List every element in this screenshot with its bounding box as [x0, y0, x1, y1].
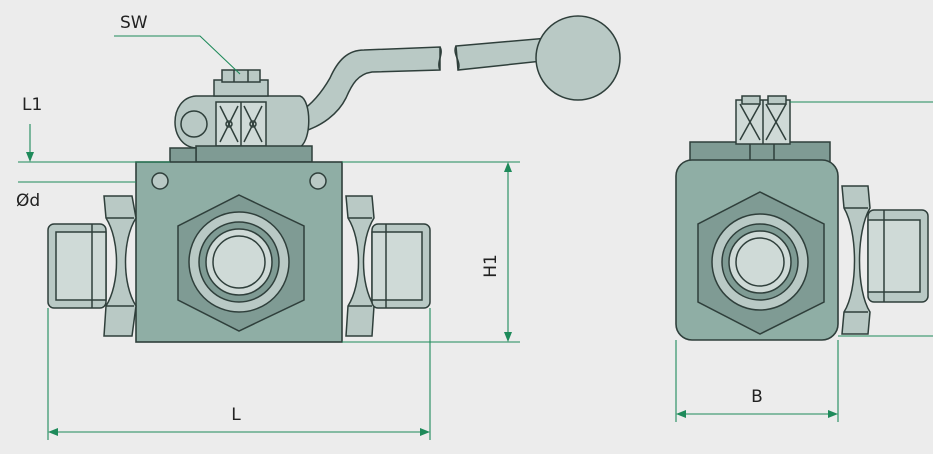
hex-nut-sw [221, 69, 261, 83]
front-view [47, 15, 621, 343]
side-view [675, 95, 929, 341]
handle-lever [299, 15, 621, 133]
left-port-fitting [47, 195, 137, 337]
label-od: Ød [16, 191, 40, 211]
dimension-lines [18, 35, 933, 440]
side-port-fitting [841, 185, 929, 335]
stem-assembly [169, 69, 313, 171]
label-l: L [231, 405, 241, 425]
label-l1: L1 [22, 95, 42, 115]
handle-knob [535, 15, 621, 101]
label-b: B [751, 387, 763, 407]
label-sw: SW [120, 13, 148, 33]
label-h1: H1 [481, 254, 501, 278]
right-port-fitting [345, 195, 431, 337]
side-stem [735, 95, 791, 145]
